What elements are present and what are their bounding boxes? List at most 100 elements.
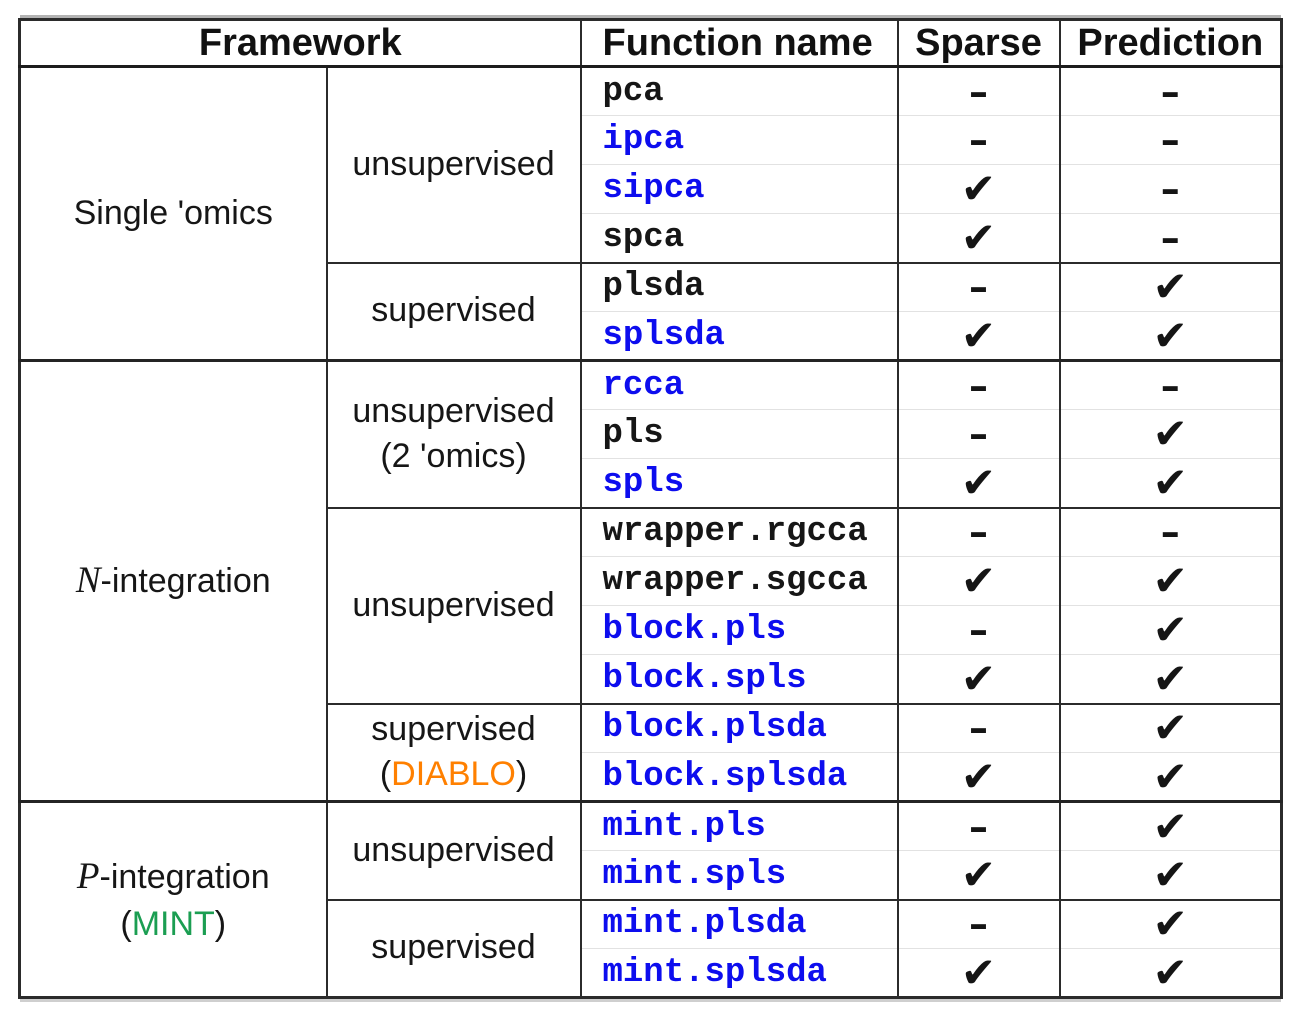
function-name-cell: spca bbox=[579, 213, 899, 263]
check-icon: ✔ bbox=[1152, 310, 1188, 360]
header-row: Framework Function name Sparse Predictio… bbox=[18, 19, 1283, 68]
function-name-cell: mint.splsda bbox=[579, 948, 899, 998]
label-text: ( bbox=[379, 755, 392, 794]
dash-icon: – bbox=[1160, 118, 1180, 162]
label-line: unsupervised bbox=[328, 389, 580, 435]
check-icon: ✔ bbox=[1152, 899, 1188, 949]
prediction-cell: ✔ bbox=[1058, 702, 1283, 753]
sparse-cell: ✔ bbox=[896, 458, 1061, 508]
prediction-cell: ✔ bbox=[1058, 310, 1283, 361]
label-text: DIABLO bbox=[391, 755, 516, 794]
dash-icon: – bbox=[969, 510, 988, 555]
check-icon: ✔ bbox=[1152, 849, 1188, 899]
table-row: spls✔✔ bbox=[20, 457, 1283, 508]
label-text: ) bbox=[214, 904, 227, 943]
table-row: block.spls✔✔ bbox=[20, 653, 1283, 704]
header-prediction: Prediction bbox=[1058, 19, 1283, 68]
check-icon: ✔ bbox=[1152, 409, 1188, 458]
supervision-cell: unsupervised bbox=[325, 506, 582, 704]
sparse-cell: – bbox=[896, 115, 1061, 165]
label-line: supervised bbox=[328, 707, 580, 753]
function-name-cell: mint.spls bbox=[579, 850, 899, 900]
label-text: unsupervised bbox=[352, 585, 555, 624]
sparse-cell: – bbox=[896, 359, 1061, 410]
function-name-cell: pca bbox=[579, 65, 899, 116]
label-line: P-integration bbox=[21, 852, 326, 902]
dash-icon: – bbox=[969, 706, 988, 751]
check-icon: ✔ bbox=[960, 212, 997, 262]
check-icon: ✔ bbox=[1152, 556, 1188, 605]
check-icon: ✔ bbox=[960, 164, 997, 213]
function-name-cell: mint.plsda bbox=[579, 898, 899, 949]
dash-icon: – bbox=[969, 69, 988, 114]
label-text: unsupervised bbox=[352, 391, 555, 430]
prediction-cell: ✔ bbox=[1058, 261, 1283, 312]
table-row: ipca–– bbox=[20, 115, 1283, 165]
prediction-cell: ✔ bbox=[1058, 653, 1283, 704]
dash-icon: – bbox=[1160, 363, 1180, 408]
function-name-cell: block.spls bbox=[579, 654, 899, 704]
table-row: supervised(DIABLO)block.plsda–✔ bbox=[20, 702, 1283, 802]
dash-icon: – bbox=[969, 363, 988, 408]
prediction-cell: ✔ bbox=[1058, 556, 1283, 606]
label-line: unsupervised bbox=[328, 142, 580, 188]
check-icon: ✔ bbox=[960, 751, 997, 801]
prediction-cell: ✔ bbox=[1058, 898, 1283, 949]
label-text: supervised bbox=[371, 291, 536, 330]
label-text: unsupervised bbox=[352, 830, 555, 869]
function-name-cell: wrapper.rgcca bbox=[579, 506, 899, 557]
dash-icon: – bbox=[969, 265, 988, 310]
label-line: (MINT) bbox=[21, 902, 326, 948]
table-row: unsupervised wrapper.rgcca – – bbox=[20, 506, 1283, 704]
sparse-cell: ✔ bbox=[896, 310, 1061, 361]
table-row: mint.splsda✔✔ bbox=[20, 948, 1283, 998]
function-name-cell: splsda bbox=[579, 311, 899, 361]
label-text: Single 'omics bbox=[73, 193, 273, 232]
sparse-cell: ✔ bbox=[896, 556, 1061, 606]
label-text: ( bbox=[120, 904, 132, 943]
table-row: P-integration(MINT) unsupervised mint.pls –… bbox=[18, 800, 1283, 998]
prediction-cell: ✔ bbox=[1058, 605, 1283, 655]
label-text: supervised bbox=[371, 928, 536, 967]
label-text: MINT bbox=[131, 904, 215, 943]
prediction-cell: ✔ bbox=[1058, 752, 1283, 802]
function-name-cell: mint.pls bbox=[579, 800, 899, 851]
prediction-cell: – bbox=[1058, 506, 1283, 557]
dash-icon: – bbox=[1160, 510, 1180, 555]
label-line: unsupervised bbox=[328, 583, 580, 629]
table-row: splsda ✔ ✔ bbox=[20, 310, 1283, 361]
function-name-cell: wrapper.sgcca bbox=[579, 556, 899, 606]
check-icon: ✔ bbox=[960, 310, 997, 360]
function-name-cell: plsda bbox=[579, 261, 899, 312]
label-line: unsupervised bbox=[328, 828, 580, 874]
prediction-cell: ✔ bbox=[1058, 457, 1283, 508]
sparse-cell: – bbox=[896, 702, 1061, 753]
label-line: (DIABLO) bbox=[328, 752, 580, 798]
prediction-cell: ✔ bbox=[1058, 409, 1283, 459]
sparse-cell: – bbox=[896, 605, 1061, 655]
table-row: sipca ✔ – bbox=[20, 164, 1283, 214]
framework-cell-p-integration: P-integration(MINT) bbox=[18, 800, 328, 998]
header-function-name: Function name bbox=[579, 19, 899, 68]
label-line: N-integration bbox=[21, 556, 326, 606]
label-line: Single 'omics bbox=[21, 191, 326, 237]
sparse-cell: ✔ bbox=[896, 654, 1061, 704]
check-icon: ✔ bbox=[1152, 703, 1188, 753]
functions-table: Framework Function name Sparse Predictio… bbox=[18, 18, 1283, 999]
sparse-cell: – bbox=[896, 506, 1061, 557]
dash-icon: – bbox=[969, 902, 988, 947]
framework-cell-n-integration: N-integration bbox=[18, 359, 328, 802]
dash-icon: – bbox=[1160, 69, 1180, 114]
prediction-cell: – bbox=[1058, 164, 1283, 214]
check-icon: ✔ bbox=[1152, 653, 1188, 703]
supervision-cell: supervised bbox=[325, 261, 582, 361]
label-text: (2 'omics) bbox=[380, 437, 527, 476]
sparse-cell: ✔ bbox=[896, 212, 1061, 263]
dash-icon: – bbox=[969, 804, 988, 849]
check-icon: ✔ bbox=[1152, 457, 1188, 507]
label-line: supervised bbox=[328, 925, 580, 971]
function-name-cell: sipca bbox=[579, 164, 899, 214]
